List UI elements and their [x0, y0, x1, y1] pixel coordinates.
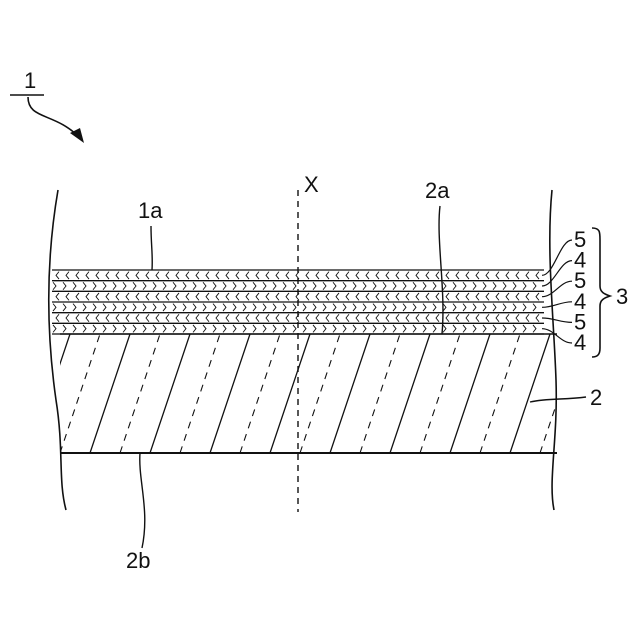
- axis-label: X: [304, 172, 319, 197]
- substrate-hatch-dashed-line: [420, 334, 460, 453]
- layer-label-leader: [542, 240, 572, 275]
- layer-label-leader: [542, 281, 572, 296]
- layer-label-4: 4: [574, 330, 586, 355]
- stack-layer-texture: [53, 282, 536, 289]
- substrate-hatch-dashed-line: [180, 334, 220, 453]
- substrate-hatch-line: [330, 334, 370, 453]
- substrate-hatch-dashed-line: [360, 334, 400, 453]
- layer-label-leader: [542, 302, 572, 308]
- substrate-hatch-dashed-line: [60, 334, 100, 453]
- substrate-hatch-line: [390, 334, 430, 453]
- device-leader-arrow: [28, 97, 80, 138]
- substrate-hatch-line: [510, 334, 550, 453]
- substrate-hatch-dashed-line: [480, 334, 520, 453]
- substrate-hatch-line: [210, 334, 250, 453]
- stack-brace: [592, 228, 610, 357]
- layer-label-leader: [542, 318, 572, 322]
- layer-labels: 545454: [542, 227, 586, 355]
- layer-label-leader: [542, 329, 572, 343]
- stack-layer-texture: [53, 304, 536, 311]
- substrate-label: 2: [590, 385, 602, 410]
- top-surface-label: 1a: [138, 198, 163, 223]
- substrate-leader: [530, 397, 586, 402]
- stack-layer-texture: [53, 325, 536, 332]
- device-label: 1: [24, 68, 36, 93]
- substrate-top-label: 2a: [425, 178, 450, 203]
- top-surface-leader: [151, 226, 152, 270]
- substrate-bottom-leader: [140, 453, 145, 548]
- substrate-hatch-dashed-line: [300, 334, 340, 453]
- stack-label: 3: [616, 284, 628, 309]
- substrate-bottom-label: 2b: [126, 548, 150, 573]
- left-break-line: [49, 190, 66, 510]
- substrate-hatch-dashed-line: [600, 334, 640, 453]
- substrate-hatch-dashed-line: [240, 334, 280, 453]
- substrate-hatch-line: [150, 334, 190, 453]
- substrate-hatch-line: [630, 334, 640, 453]
- substrate-hatch-line: [90, 334, 130, 453]
- substrate-hatching: [30, 334, 640, 453]
- substrate-hatch-line: [450, 334, 490, 453]
- substrate-hatch-line: [270, 334, 310, 453]
- substrate-hatch-dashed-line: [120, 334, 160, 453]
- device-reference-group: 1: [10, 68, 84, 143]
- right-break-line: [550, 190, 556, 510]
